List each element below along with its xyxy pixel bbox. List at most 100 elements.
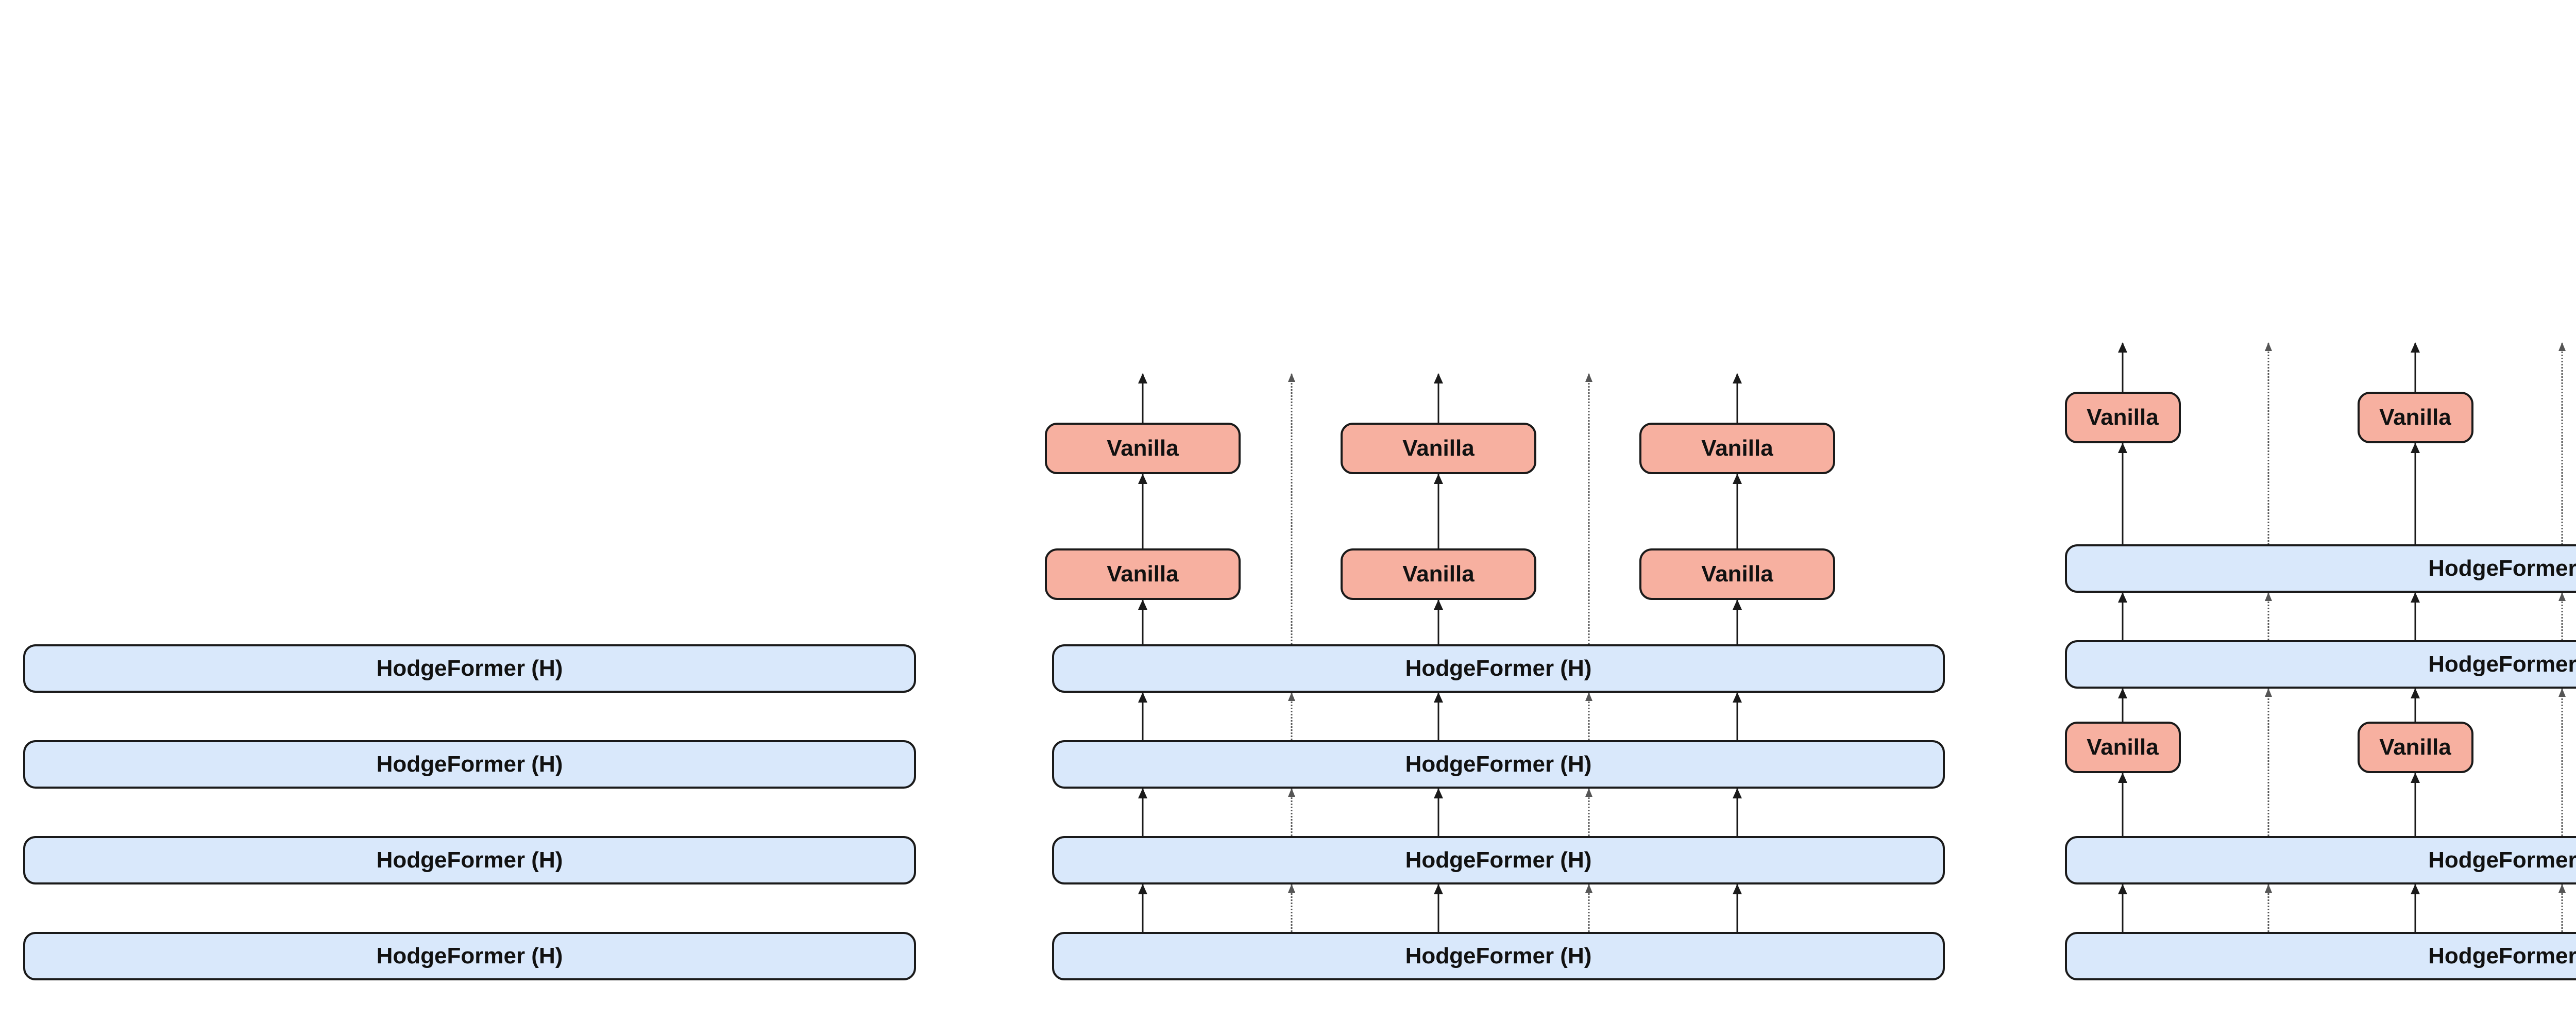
output-arrow-solid xyxy=(1132,373,1153,423)
arrowhead-icon xyxy=(2118,773,2127,783)
vanilla-block[interactable]: Vanilla xyxy=(2357,392,2473,443)
hodgeformer-block[interactable]: HodgeFormer (H) xyxy=(23,932,916,980)
connector-shaft xyxy=(1291,789,1293,836)
connector-shaft xyxy=(1437,374,1439,423)
connector-dotted xyxy=(1281,692,1302,740)
connector-shaft xyxy=(1736,884,1738,932)
vanilla-block[interactable]: Vanilla xyxy=(2064,392,2181,443)
connector-solid xyxy=(1727,474,1748,548)
connector-shaft xyxy=(1588,693,1590,740)
hodgeformer-block[interactable]: HodgeFormer (H) xyxy=(2065,836,2576,884)
connector-dotted xyxy=(1281,788,1302,836)
connector-shaft xyxy=(1736,474,1738,548)
connector-shaft xyxy=(2414,689,2416,722)
connector-shaft xyxy=(2561,593,2563,640)
arrowhead-icon xyxy=(1733,692,1742,703)
vanilla-block[interactable]: Vanilla xyxy=(1639,548,1835,600)
connector-solid xyxy=(2112,688,2133,722)
connector-dotted xyxy=(2258,688,2279,836)
hodgeformer-block[interactable]: HodgeFormer (H) xyxy=(1052,644,1945,693)
arrowhead-icon xyxy=(2118,342,2127,353)
arrowhead-icon xyxy=(2411,773,2420,783)
arrowhead-icon xyxy=(1288,788,1295,797)
hodgeformer-block[interactable]: HodgeFormer (H) xyxy=(23,740,916,789)
connector-shaft xyxy=(2414,343,2416,392)
connector-shaft xyxy=(1437,600,1439,644)
hodgeformer-block[interactable]: HodgeFormer (H) xyxy=(2065,640,2576,689)
connector-shaft xyxy=(1437,474,1439,548)
arrowhead-icon xyxy=(1138,692,1147,703)
arrowhead-icon xyxy=(1138,884,1147,894)
connector-shaft xyxy=(1142,474,1144,548)
connector-solid xyxy=(1428,474,1449,548)
arrowhead-icon xyxy=(2118,688,2127,698)
vanilla-block[interactable]: Vanilla xyxy=(2064,722,2181,773)
hodgeformer-block[interactable]: HodgeFormer (H) xyxy=(2065,932,2576,980)
vanilla-block[interactable]: Vanilla xyxy=(1639,423,1835,474)
arrowhead-icon xyxy=(1585,884,1592,893)
connector-solid xyxy=(2405,884,2426,932)
connector-shaft xyxy=(1291,374,1293,644)
arrowhead-icon xyxy=(1138,599,1147,610)
hodgeformer-block[interactable]: HodgeFormer (H) xyxy=(1052,836,1945,884)
arrowhead-icon xyxy=(1288,692,1295,701)
connector-solid xyxy=(1132,474,1153,548)
arrowhead-icon xyxy=(1733,474,1742,484)
connector-shaft xyxy=(2122,689,2124,722)
connector-solid xyxy=(2112,773,2133,836)
connector-solid xyxy=(1727,599,1748,644)
arrowhead-icon xyxy=(1585,788,1592,797)
connector-shaft xyxy=(1437,884,1439,932)
connector-dotted xyxy=(2258,592,2279,640)
output-arrow-dotted xyxy=(2552,342,2572,544)
hodgeformer-block[interactable]: HodgeFormer (H) xyxy=(23,836,916,884)
connector-dotted xyxy=(1281,884,1302,932)
arrowhead-icon xyxy=(2411,592,2420,603)
vanilla-block[interactable]: Vanilla xyxy=(1341,423,1536,474)
diagram-column-1: HodgeFormer (H) HodgeFormer (H) HodgeForme… xyxy=(23,0,916,1035)
connector-shaft xyxy=(1142,789,1144,836)
connector-shaft xyxy=(2122,593,2124,640)
connector-solid xyxy=(2405,688,2426,722)
connector-shaft xyxy=(1736,374,1738,423)
arrowhead-icon xyxy=(1434,474,1443,484)
hodgeformer-block[interactable]: HodgeFormer (H) xyxy=(2065,544,2576,593)
arrowhead-icon xyxy=(2558,688,2566,697)
arrowhead-icon xyxy=(2265,342,2272,351)
arrowhead-icon xyxy=(2118,884,2127,894)
connector-solid xyxy=(1428,788,1449,836)
hodgeformer-block[interactable]: HodgeFormer (H) xyxy=(1052,740,1945,789)
hodgeformer-block[interactable]: HodgeFormer (H) xyxy=(1052,932,1945,980)
arrowhead-icon xyxy=(1138,474,1147,484)
arrowhead-icon xyxy=(2411,688,2420,698)
hodgeformer-block[interactable]: HodgeFormer (H) xyxy=(23,644,916,693)
connector-solid xyxy=(2112,443,2133,544)
diagram-column-2: HodgeFormer (H) HodgeFormer (H) HodgeForme… xyxy=(1045,0,1945,1035)
connector-shaft xyxy=(1291,884,1293,932)
vanilla-block[interactable]: Vanilla xyxy=(1045,423,1241,474)
arrowhead-icon xyxy=(1585,373,1592,382)
vanilla-block[interactable]: Vanilla xyxy=(1045,548,1241,600)
output-arrow-dotted xyxy=(1281,373,1302,644)
connector-shaft xyxy=(1588,374,1590,644)
connector-shaft xyxy=(2267,593,2269,640)
connector-shaft xyxy=(1736,789,1738,836)
vanilla-block[interactable]: Vanilla xyxy=(2357,722,2473,773)
connector-shaft xyxy=(1736,693,1738,740)
arrowhead-icon xyxy=(1733,788,1742,798)
connector-shaft xyxy=(1437,789,1439,836)
diagram-column-3: HodgeFormer (H) HodgeFormer (H) HodgeForme… xyxy=(2064,0,2576,1035)
connector-dotted xyxy=(1579,884,1599,932)
arrowhead-icon xyxy=(2558,884,2566,893)
arrowhead-icon xyxy=(2411,342,2420,353)
arrowhead-icon xyxy=(2558,592,2566,601)
connector-shaft xyxy=(2122,884,2124,932)
output-arrow-solid xyxy=(1428,373,1449,423)
connector-dotted xyxy=(2552,592,2572,640)
arrowhead-icon xyxy=(1733,373,1742,383)
vanilla-block[interactable]: Vanilla xyxy=(1341,548,1536,600)
connector-solid xyxy=(1132,788,1153,836)
connector-shaft xyxy=(2561,884,2563,932)
arrowhead-icon xyxy=(1733,599,1742,610)
connector-shaft xyxy=(1142,884,1144,932)
